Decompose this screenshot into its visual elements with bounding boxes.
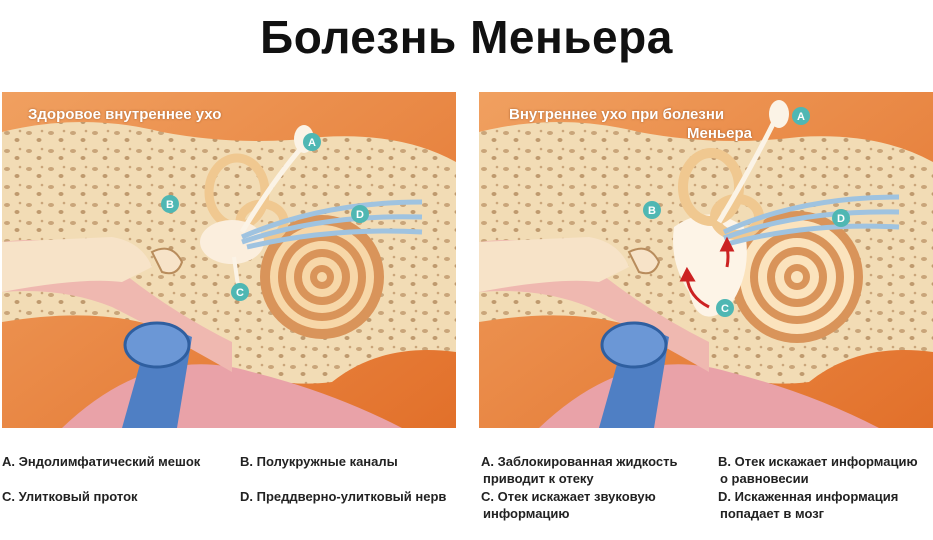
page-title: Болезнь Меньера [260, 11, 673, 63]
svg-text:C: C [236, 287, 244, 299]
marker-b: B [161, 195, 179, 213]
panel-caption-line1: Внутреннее ухо при болезни [509, 106, 725, 123]
marker-a: A [303, 133, 321, 151]
panel-caption-line2: Меньера [687, 125, 752, 142]
menieres-ear-illustration: A B C D Внутреннее ухо при болезни Менье… [479, 92, 933, 428]
svg-text:D: D [837, 213, 845, 225]
legend-right-c-line2: информацию [483, 506, 570, 521]
legend-right-d-line2: попадает в мозг [720, 506, 825, 521]
cochlea [260, 215, 384, 339]
marker-a: A [792, 107, 810, 125]
legend-left-b: B. Полукружные каналы [240, 454, 398, 469]
svg-text:B: B [648, 205, 656, 217]
legend-right-d: D. Искаженная информация попадает в мозг [718, 488, 898, 522]
legend-right-b-line1: B. Отек искажает информацию [718, 454, 918, 469]
vestibulocochlear-nerve [240, 199, 423, 250]
marker-d: D [832, 209, 850, 227]
legend-left-c: C. Улитковый проток [2, 489, 138, 504]
vestibulocochlear-nerve [722, 194, 900, 247]
legend-right-b: B. Отек искажает информацию о равновесии [718, 453, 918, 487]
endolymphatic-sac [769, 100, 789, 128]
legend-right-d-line1: D. Искаженная информация [718, 489, 899, 504]
eustachian-tube [122, 321, 192, 428]
legend-right-c-line1: C. Отек искажает звуковую [481, 489, 656, 504]
legend-right-a: A. Заблокированная жидкость приводит к о… [481, 453, 677, 487]
swelling-arrows [679, 236, 735, 309]
eustachian-tube [599, 321, 669, 428]
legend-right-a-line1: A. Заблокированная жидкость [481, 454, 678, 469]
ossicles [150, 247, 184, 275]
legend-right-a-line2: приводит к отеку [483, 471, 594, 486]
legend-left-d: D. Преддверно-улитковый нерв [240, 489, 447, 504]
ossicles [627, 247, 661, 275]
marker-c: C [716, 299, 734, 317]
healthy-ear-illustration: A B C D Здоровое внутреннее ухо [2, 92, 456, 428]
panel-caption: Здоровое внутреннее ухо [28, 106, 222, 123]
legend-right-c: C. Отек искажает звуковую информацию [481, 488, 656, 522]
marker-d: D [351, 205, 369, 223]
legend-left-a: A. Эндолимфатический мешок [2, 454, 201, 469]
svg-text:A: A [308, 137, 316, 149]
svg-text:C: C [721, 303, 729, 315]
swollen-cochlea [731, 211, 863, 343]
svg-text:B: B [166, 199, 174, 211]
vestibule [200, 220, 264, 264]
svg-text:A: A [797, 111, 805, 123]
marker-c: C [231, 283, 249, 301]
legend-right-b-line2: о равновесии [720, 471, 809, 486]
marker-b: B [643, 201, 661, 219]
svg-text:D: D [356, 209, 364, 221]
